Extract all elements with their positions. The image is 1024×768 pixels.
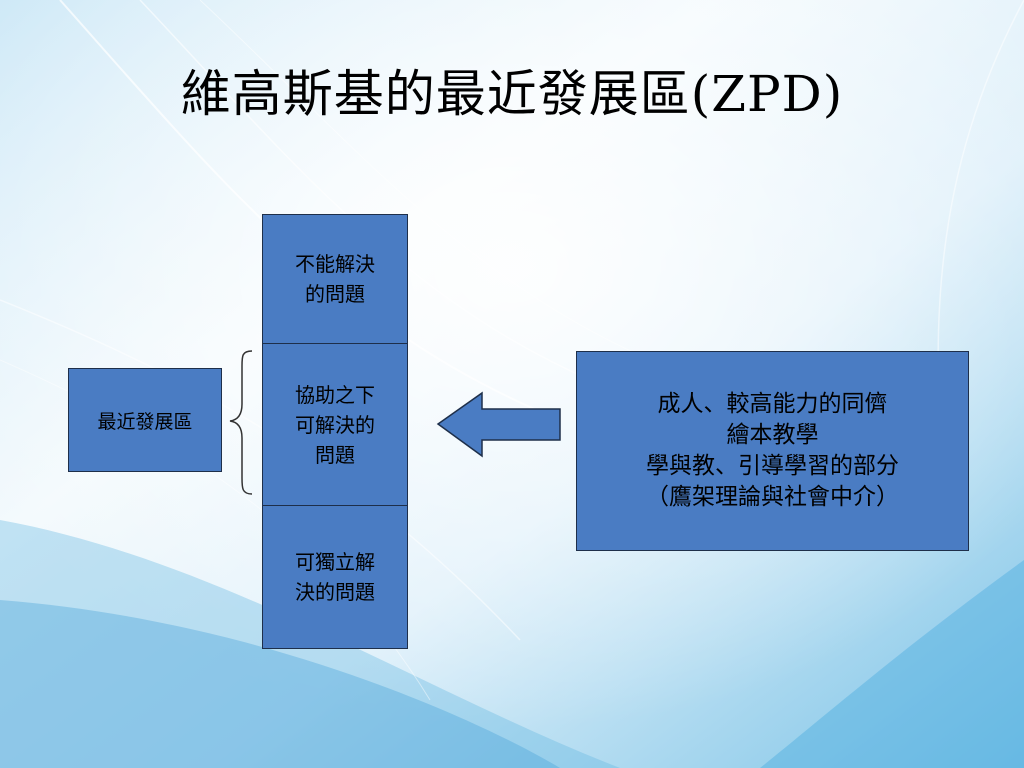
zpd-label-box: 最近發展區	[68, 368, 222, 472]
zpd-label-text: 最近發展區	[97, 410, 193, 433]
zone-with-help-box: 協助之下 可解決的 問題	[262, 343, 408, 506]
support-box: 成人、較高能力的同儕 繪本教學 學與教、引導學習的部分 （鷹架理論與社會中介）	[576, 351, 969, 551]
zone-cannot-solve-label: 不能解決 的問題	[295, 252, 375, 306]
support-text: 成人、較高能力的同儕 繪本教學 學與教、引導學習的部分 （鷹架理論與社會中介）	[646, 391, 899, 510]
zone-cannot-solve-box: 不能解決 的問題	[262, 214, 408, 344]
zone-independent-label: 可獨立解 決的問題	[295, 550, 375, 604]
zone-with-help-label: 協助之下 可解決的 問題	[295, 382, 375, 467]
slide-title: 維高斯基的最近發展區(ZPD)	[180, 65, 844, 123]
zone-independent-box: 可獨立解 決的問題	[262, 505, 408, 649]
